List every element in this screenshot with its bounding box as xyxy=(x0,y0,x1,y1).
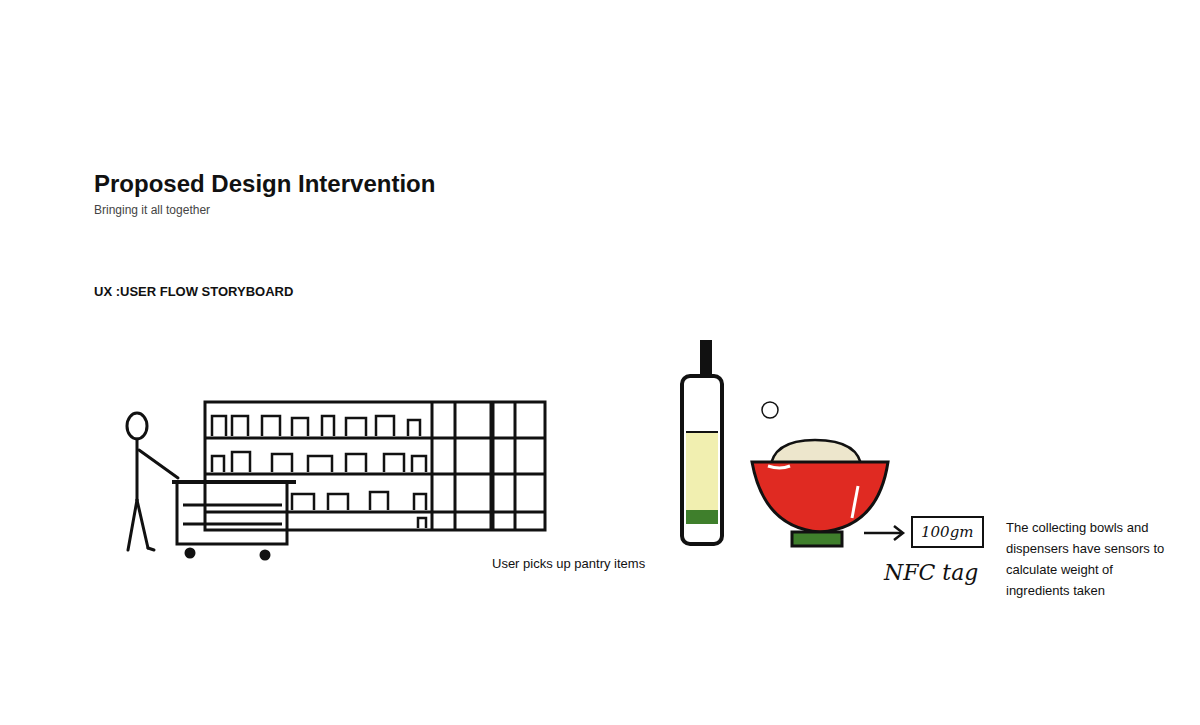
stick-figure xyxy=(127,413,178,550)
page-title: Proposed Design Intervention xyxy=(94,170,435,198)
step-caption: The collecting bowls and dispensers have… xyxy=(1006,517,1176,601)
weight-reading: 100gm xyxy=(921,523,974,541)
reading-box: 100gm xyxy=(911,516,984,548)
oil-dispenser xyxy=(682,340,722,544)
sensor-bowl xyxy=(752,402,888,546)
step-caption: User picks up pantry items xyxy=(492,556,645,571)
section-heading: UX :USER FLOW STORYBOARD xyxy=(94,284,293,299)
subtitle: Bringing it all together xyxy=(94,203,210,217)
leader-arrow xyxy=(864,526,903,540)
pantry-shelf xyxy=(205,402,545,530)
trolley xyxy=(172,482,296,559)
handwritten-note: NFC tag xyxy=(884,560,978,585)
